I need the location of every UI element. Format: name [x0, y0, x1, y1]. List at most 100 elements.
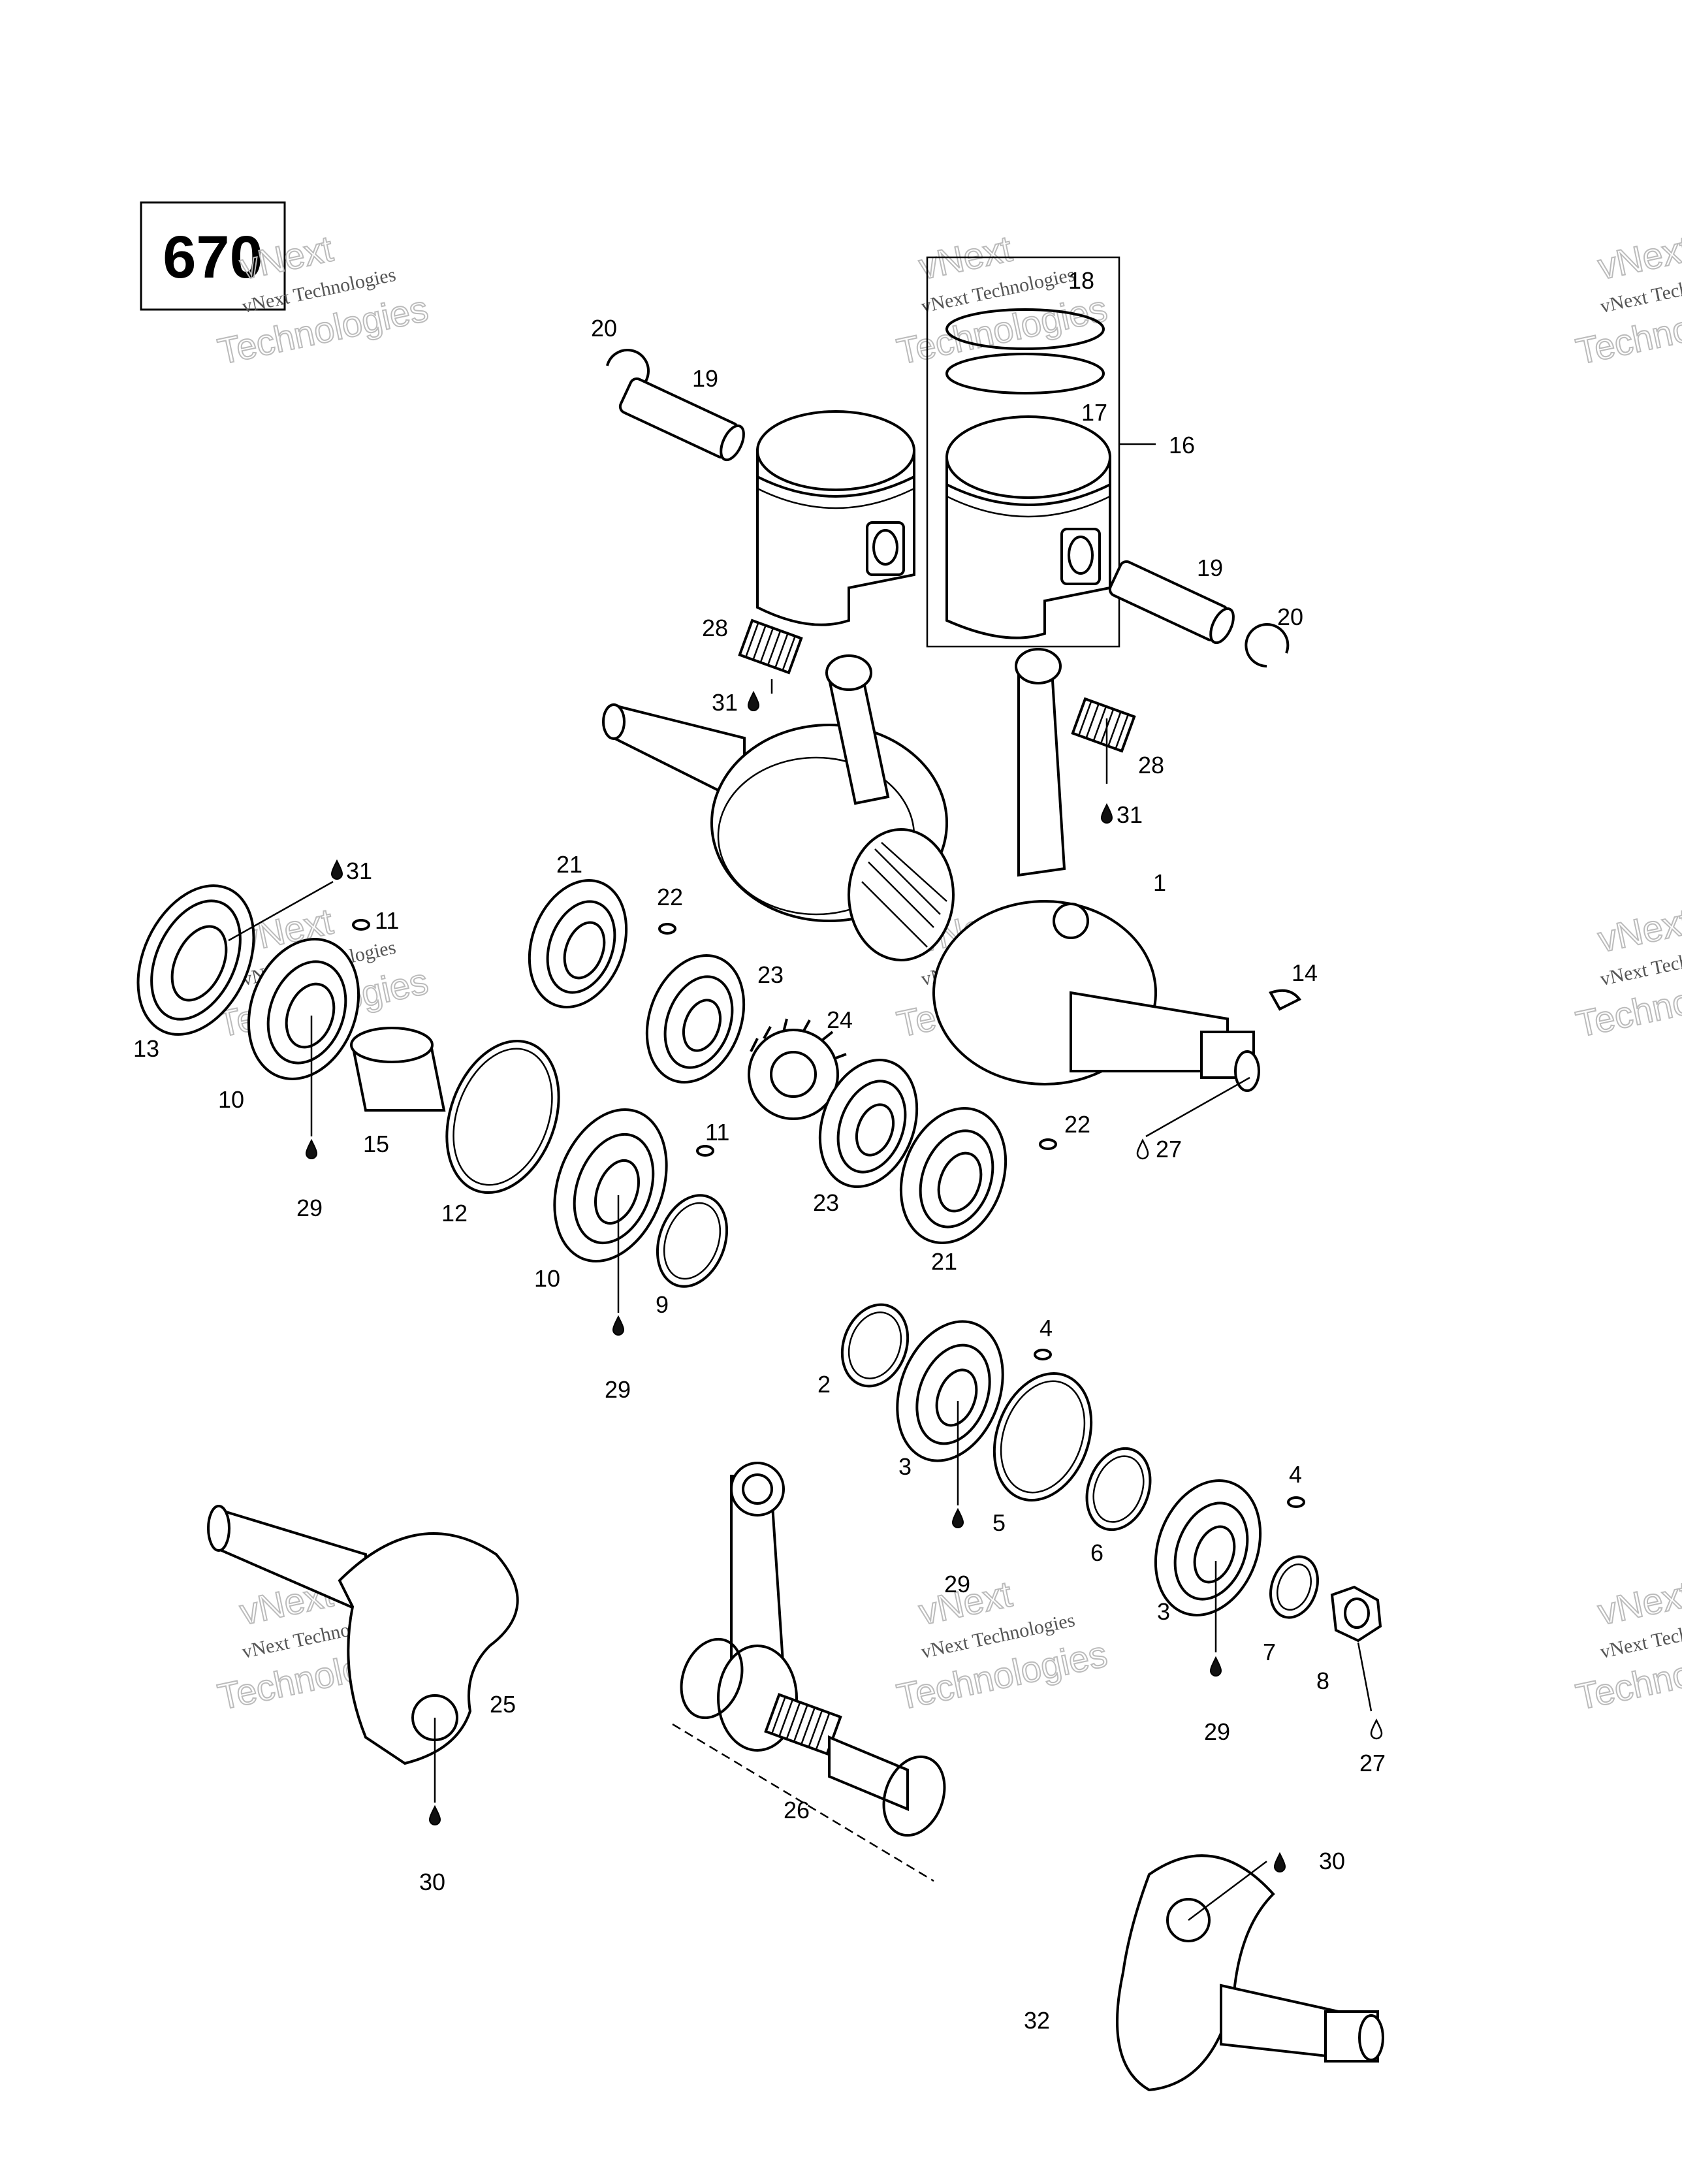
model-number: 670 [163, 224, 263, 291]
circlip-part [1245, 623, 1290, 667]
dowel-pin-part [1039, 1138, 1057, 1150]
callout-20: 20 [591, 315, 617, 342]
callout-4: 4 [1289, 1461, 1302, 1488]
callout-8: 8 [1316, 1667, 1329, 1694]
ball-bearing-part [899, 1107, 1008, 1244]
shim-ring-part [1092, 1455, 1145, 1523]
callout-14: 14 [1292, 959, 1318, 986]
callout-20: 20 [1277, 603, 1303, 630]
oil-drop-icon [748, 692, 759, 711]
oil-drop-icon [1274, 1853, 1286, 1872]
oil-drop-icon [429, 1806, 441, 1825]
shim-ring-part [840, 1303, 910, 1388]
watermark-logo: vNext [1595, 1573, 1682, 1632]
callout-11: 11 [705, 1119, 729, 1146]
ball-bearing-part [553, 1108, 668, 1263]
piston-kit-frame [926, 256, 1120, 648]
piston-part [756, 410, 915, 626]
callout-27: 27 [1156, 1136, 1182, 1163]
callout-12: 12 [441, 1200, 468, 1227]
piston-pin-part [1108, 560, 1235, 645]
thread-locker-icon [1136, 1139, 1149, 1160]
callout-2: 2 [817, 1371, 831, 1398]
callout-30: 30 [1319, 1848, 1345, 1874]
callout-19: 19 [1197, 554, 1223, 581]
callout-31: 31 [1117, 801, 1143, 828]
oil-drop-icon [331, 860, 343, 880]
callout-24: 24 [827, 1006, 853, 1033]
callout-21: 21 [931, 1248, 957, 1275]
callout-3: 3 [1157, 1598, 1170, 1625]
callout-25: 25 [490, 1691, 516, 1718]
callout-18: 18 [1068, 267, 1094, 294]
callout-31: 31 [712, 689, 738, 716]
callout-labels: 20 19 18 17 16 19 20 28 31 28 31 1 31 11… [133, 267, 1386, 2034]
dowel-pin-part [1034, 1349, 1052, 1360]
model-number-box: 670 [140, 201, 286, 311]
shim-ring-part [848, 1311, 902, 1379]
o-ring-part [452, 1048, 553, 1186]
oil-drop-icon [1210, 1657, 1222, 1677]
washer-part [1277, 1563, 1312, 1611]
crankshaft-part [602, 648, 1260, 1092]
shim-ring-part [663, 1202, 722, 1280]
callout-22: 22 [657, 884, 683, 910]
callout-29: 29 [605, 1376, 631, 1403]
callout-26: 26 [784, 1797, 810, 1823]
crankshaft-half-part [207, 1505, 519, 1765]
needle-bearing-part [738, 618, 803, 675]
piston-pin-part [618, 377, 745, 462]
callout-19: 19 [692, 365, 718, 392]
seal-part [818, 1059, 919, 1188]
callout-3: 3 [898, 1453, 912, 1480]
callout-23: 23 [813, 1189, 839, 1216]
ball-bearing-part [247, 938, 360, 1080]
washer-part [1269, 1555, 1319, 1619]
callout-5: 5 [992, 1509, 1006, 1536]
watermark-logo: vNext [1595, 900, 1682, 959]
callout-29: 29 [1204, 1718, 1230, 1745]
piston-ring-part [945, 308, 1105, 350]
dowel-pin-part [352, 919, 370, 931]
oil-drop-icon [1101, 804, 1113, 824]
sleeve-part [350, 1027, 446, 1112]
callout-1: 1 [1153, 869, 1166, 896]
ball-bearing-part [1154, 1479, 1262, 1616]
callout-10: 10 [218, 1086, 244, 1113]
piston-part [945, 415, 1111, 639]
shim-ring-part [656, 1194, 729, 1288]
callout-31: 31 [346, 858, 372, 884]
oil-drop-icon [612, 1316, 624, 1336]
oil-seal-part [136, 884, 255, 1036]
dowel-pin-part [1287, 1496, 1305, 1508]
shim-ring-part [1085, 1447, 1152, 1532]
callout-16: 16 [1169, 432, 1195, 458]
piston-ring-part [945, 353, 1105, 394]
oil-drop-icon [306, 1140, 317, 1159]
thread-locker-icon [1370, 1719, 1383, 1740]
callout-28: 28 [702, 615, 728, 641]
callout-29: 29 [944, 1571, 970, 1598]
callout-15: 15 [363, 1131, 389, 1157]
callout-21: 21 [556, 851, 582, 878]
nut-part [1330, 1585, 1382, 1643]
ball-bearing-part [528, 879, 628, 1008]
watermark-logo: vNext [1595, 227, 1682, 287]
crankshaft-half-part [1116, 1854, 1384, 2092]
oil-drop-icon [952, 1509, 964, 1528]
seal-part [645, 954, 746, 1084]
drive-gear-part [748, 1018, 847, 1120]
callout-29: 29 [296, 1195, 323, 1221]
callout-17: 17 [1081, 399, 1107, 426]
callout-13: 13 [133, 1035, 159, 1062]
o-ring-part [992, 1372, 1093, 1502]
dowel-pin-part [696, 1145, 714, 1157]
callout-23: 23 [757, 961, 784, 988]
connecting-rod-kit-part [672, 1462, 946, 1882]
callout-11: 11 [375, 907, 399, 934]
callout-27: 27 [1359, 1750, 1386, 1776]
callout-4: 4 [1039, 1315, 1053, 1341]
callout-22: 22 [1064, 1111, 1090, 1138]
woodruff-key-part [1269, 989, 1302, 1011]
